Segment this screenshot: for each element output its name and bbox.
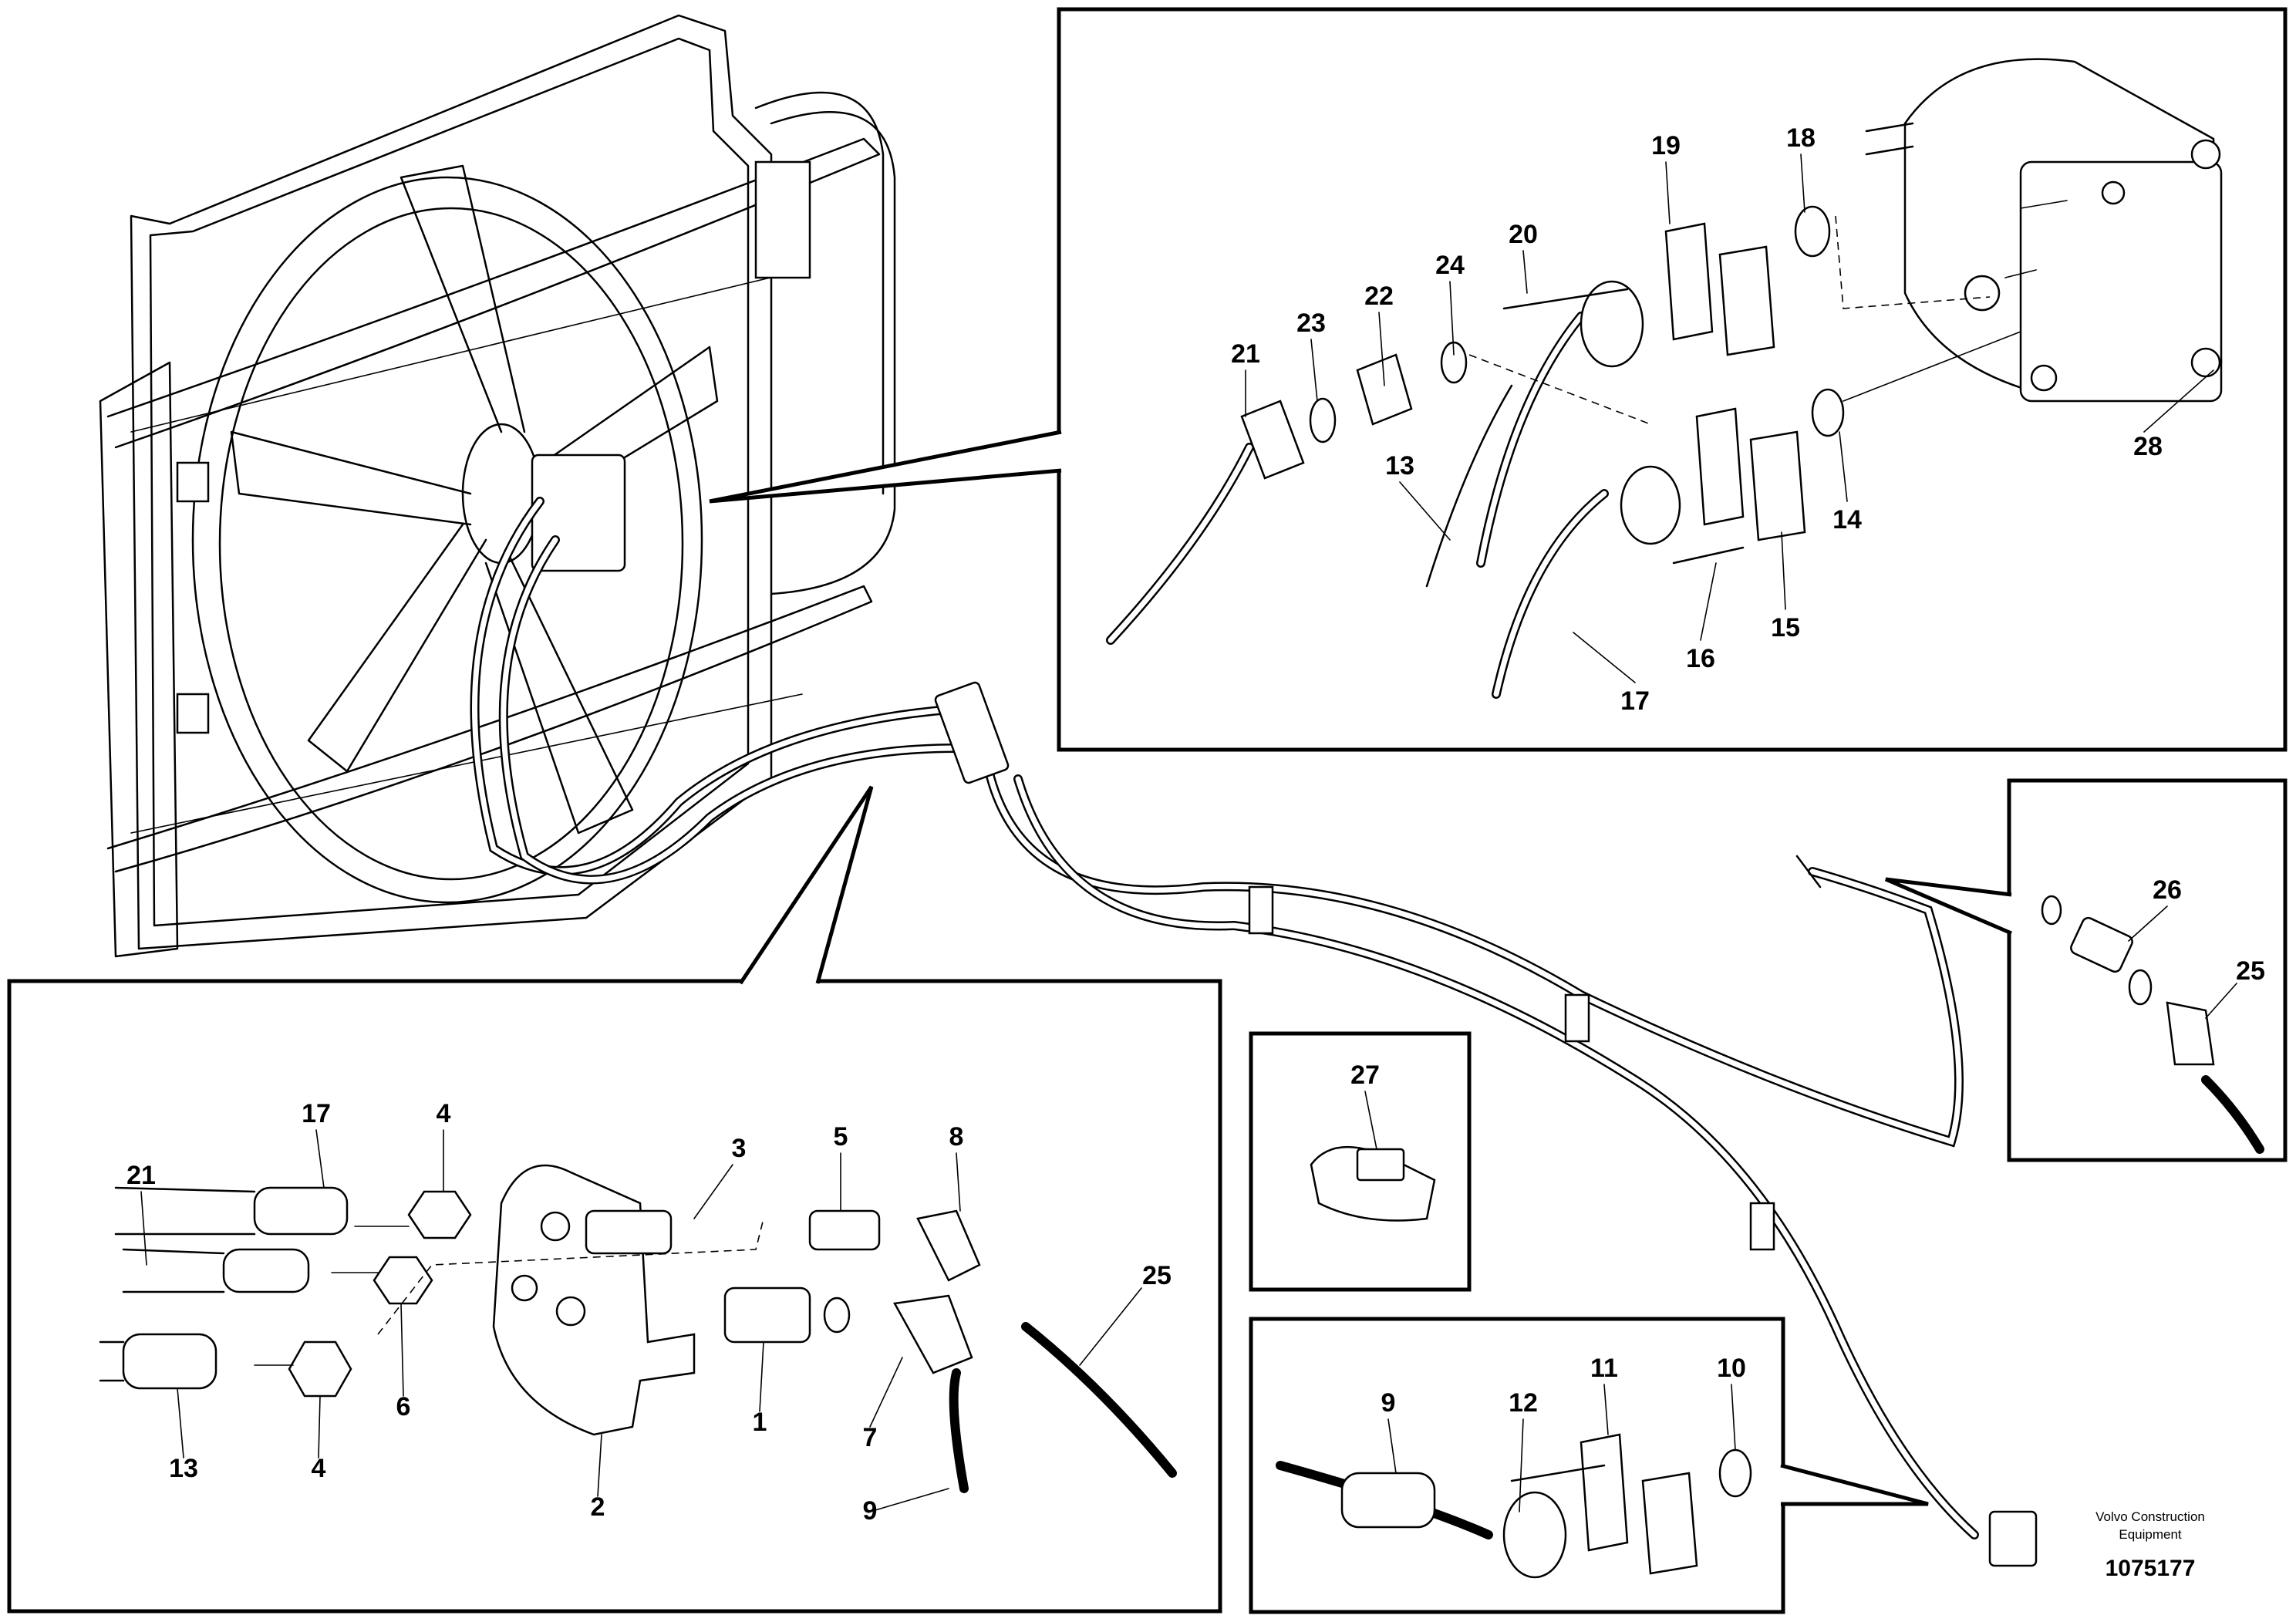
callout-4: 4	[312, 1454, 326, 1483]
callout-17: 17	[1620, 686, 1650, 716]
callout-15: 15	[1771, 613, 1800, 642]
callout-14: 14	[1832, 505, 1862, 534]
callout-4: 4	[437, 1099, 451, 1128]
callout-12: 12	[1509, 1388, 1538, 1418]
callout-8: 8	[949, 1122, 964, 1152]
callout-13: 13	[169, 1454, 198, 1483]
callout-1: 1	[753, 1408, 767, 1437]
callout-26: 26	[2153, 875, 2182, 905]
callout-9: 9	[863, 1496, 878, 1526]
callout-9: 9	[1381, 1388, 1396, 1418]
callout-23: 23	[1296, 309, 1326, 338]
callout-24: 24	[1435, 251, 1465, 280]
callout-25: 25	[2236, 956, 2265, 986]
callout-16: 16	[1686, 644, 1715, 673]
callout-21: 21	[126, 1161, 156, 1190]
callout-10: 10	[1717, 1354, 1746, 1383]
callout-2: 2	[591, 1492, 605, 1522]
callout-7: 7	[863, 1423, 878, 1452]
fan-shroud-assembly	[99, 14, 896, 958]
callout-25: 25	[1142, 1261, 1172, 1290]
callout-13: 13	[1385, 451, 1414, 481]
publisher-credit: Volvo Construction Equipment 1075177	[2095, 1509, 2205, 1581]
callout-labels-top: 19 18 20 24 22 23 21 13 28 14 15 16 17	[1231, 123, 2163, 716]
detail-clamp-27	[1249, 1031, 1472, 1292]
callout-19: 19	[1651, 131, 1681, 160]
callout-21: 21	[1231, 339, 1260, 369]
callout-28: 28	[2133, 432, 2163, 461]
detail-fan-motor	[709, 7, 2288, 752]
callout-20: 20	[1509, 220, 1538, 249]
callout-27: 27	[1350, 1061, 1380, 1090]
callout-22: 22	[1364, 282, 1394, 311]
callout-6: 6	[396, 1392, 411, 1421]
credit-line-2: Equipment	[2119, 1527, 2182, 1542]
drawing-number: 1075177	[2106, 1556, 2196, 1581]
detail-connector-26-25	[1885, 778, 2288, 1162]
callout-5: 5	[834, 1122, 848, 1152]
detail-flange-9-12-11-10	[1249, 1317, 1929, 1614]
leader-lines	[140, 153, 2237, 1512]
hose-run	[470, 497, 2038, 1567]
detail-bracket-fittings	[7, 785, 1222, 1614]
callout-17: 17	[302, 1099, 331, 1128]
credit-line-1: Volvo Construction	[2095, 1509, 2205, 1524]
callout-labels-right: 26 25 27 9 12 11 10	[1350, 875, 2265, 1418]
callout-3: 3	[732, 1134, 747, 1163]
callout-labels-bottom-left: 17 4 3 5 8 21 25 6 1 7 13 4 2 9	[126, 1099, 1172, 1526]
callout-11: 11	[1590, 1354, 1618, 1383]
callout-18: 18	[1786, 123, 1816, 153]
